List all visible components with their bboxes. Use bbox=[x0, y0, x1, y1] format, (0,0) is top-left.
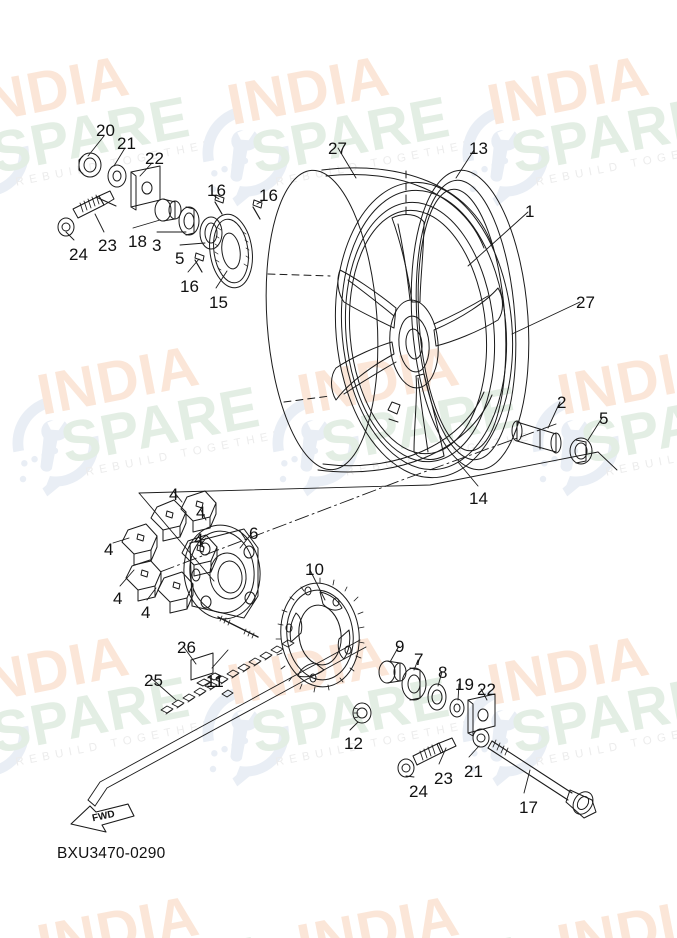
callout-18: 18 bbox=[128, 232, 147, 251]
callout-10: 10 bbox=[305, 560, 324, 579]
callout-24: 24 bbox=[409, 782, 428, 801]
callout-16: 16 bbox=[180, 277, 199, 296]
callout-23: 23 bbox=[434, 769, 453, 788]
callout-23: 23 bbox=[98, 236, 117, 255]
callout-14: 14 bbox=[469, 489, 488, 508]
callout-9: 9 bbox=[395, 637, 405, 656]
callout-24: 24 bbox=[69, 245, 88, 264]
callout-11: 11 bbox=[206, 672, 224, 691]
callout-21: 21 bbox=[117, 134, 136, 153]
callout-25: 25 bbox=[144, 671, 163, 690]
callout-4: 4 bbox=[104, 540, 114, 559]
callout-7: 7 bbox=[414, 650, 424, 669]
callout-8: 8 bbox=[438, 663, 448, 682]
callout-4: 4 bbox=[196, 503, 206, 522]
callout-5: 5 bbox=[599, 409, 609, 428]
callout-22: 22 bbox=[145, 149, 164, 168]
callout-1: 1 bbox=[525, 202, 535, 221]
callout-4: 4 bbox=[113, 589, 123, 608]
callout-4: 4 bbox=[141, 603, 151, 622]
callout-12: 12 bbox=[344, 734, 363, 753]
callout-17: 17 bbox=[519, 798, 538, 817]
fwd-direction-marker: FWD bbox=[68, 800, 140, 842]
fwd-label: FWD bbox=[91, 809, 116, 824]
callout-26: 26 bbox=[177, 638, 196, 657]
callout-5: 5 bbox=[175, 249, 185, 268]
callout-27: 27 bbox=[328, 139, 347, 158]
callout-4: 4 bbox=[194, 530, 204, 549]
callout-15: 15 bbox=[209, 293, 228, 312]
callout-6: 6 bbox=[249, 524, 259, 543]
callout-20: 20 bbox=[96, 121, 115, 140]
callout-27: 27 bbox=[576, 293, 595, 312]
diagram-code: BXU3470-0290 bbox=[57, 845, 166, 862]
callout-3: 3 bbox=[152, 236, 162, 255]
callout-4: 4 bbox=[169, 485, 179, 504]
